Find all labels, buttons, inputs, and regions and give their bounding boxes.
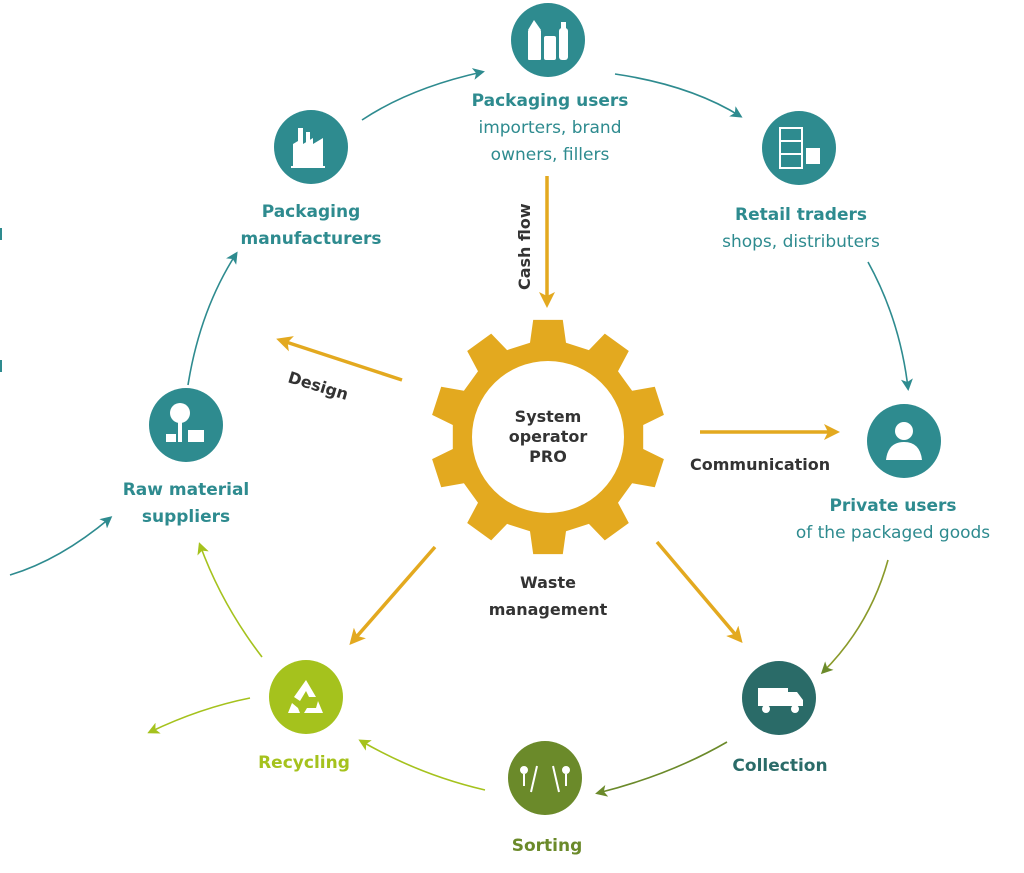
collection-title: Collection <box>732 756 827 776</box>
center-line-2: operator <box>509 427 588 446</box>
node-collection <box>742 661 816 735</box>
packaging-users-sub2: owners, fillers <box>491 145 610 165</box>
edge-mark <box>0 228 2 240</box>
communication-label: Communication <box>690 455 830 474</box>
waste-management-label-1: Waste <box>520 573 576 592</box>
packaging-manufacturers-title-1: Packaging <box>262 202 361 222</box>
packaging-users-title: Packaging users <box>472 91 629 111</box>
private-users-title: Private users <box>829 496 956 516</box>
tree-raw-material-icon <box>166 403 204 442</box>
arrow-raw-to-manufacturers <box>187 251 238 386</box>
packaging-users-sub1: importers, brand <box>478 118 621 138</box>
center-line-3: PRO <box>529 447 567 466</box>
node-private-users <box>867 404 941 478</box>
arrow-waste-to-collection <box>655 540 743 644</box>
arrow-recycling-out <box>147 697 251 734</box>
arrow-users-to-retail <box>614 73 743 118</box>
arrow-incoming-to-raw <box>9 516 113 576</box>
gear <box>432 319 664 555</box>
retail-traders-title: Retail traders <box>735 205 867 225</box>
node-sorting <box>508 741 582 815</box>
node-packaging-users <box>511 3 585 77</box>
private-users-sub1: of the packaged goods <box>796 523 990 543</box>
garbage-truck-icon <box>758 688 803 713</box>
retail-shelf-icon <box>779 127 803 169</box>
center-line-1: System <box>515 407 582 426</box>
sorting-title: Sorting <box>512 836 583 856</box>
raw-material-suppliers-title-2: suppliers <box>142 507 230 527</box>
arrow-recycling-to-raw <box>197 542 263 658</box>
node-recycling <box>269 660 343 734</box>
waste-management-label-2: management <box>489 600 608 619</box>
recycle-icon <box>288 680 323 713</box>
design-label: Design <box>286 368 351 404</box>
arrow-manufacturers-to-users <box>361 68 485 121</box>
recycling-title: Recycling <box>258 753 350 773</box>
arrow-design <box>276 336 403 382</box>
arrow-sorting-to-recycling <box>358 739 486 791</box>
arrow-retail-to-private <box>867 261 913 391</box>
cash-flow-label: Cash flow <box>515 203 534 290</box>
node-packaging-manufacturers <box>274 110 348 184</box>
raw-material-suppliers-title-1: Raw material <box>123 480 250 500</box>
retail-traders-sub1: shops, distributers <box>722 232 880 252</box>
node-retail-traders <box>762 111 836 185</box>
arrow-collection-to-sorting <box>595 741 728 797</box>
factory-icon <box>291 128 325 168</box>
packaging-manufacturers-title-2: manufacturers <box>241 229 382 249</box>
person-icon <box>886 422 922 460</box>
packaging-icon <box>528 20 568 60</box>
sorting-conveyor-icon <box>520 765 570 793</box>
edge-mark <box>0 360 2 372</box>
arrow-waste-to-recycling <box>349 545 437 646</box>
node-raw-material-suppliers <box>149 388 223 462</box>
arrow-private-to-collection <box>820 559 889 675</box>
